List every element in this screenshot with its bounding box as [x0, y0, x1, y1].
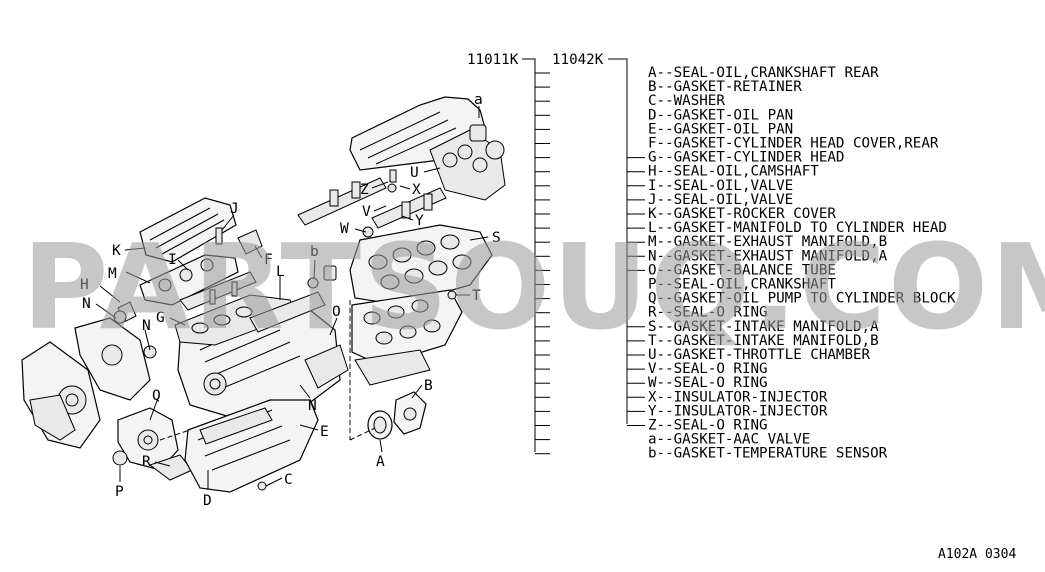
legend-item-p: P--SEAL-OIL,CRANKSHAFT	[648, 277, 836, 293]
kit-b-ticks	[627, 157, 645, 426]
kit-number-11042k: 11042K	[552, 52, 604, 68]
legend-item-c: C--WASHER	[648, 93, 725, 109]
callout-b-upper: B	[424, 378, 433, 394]
kit-a-leader	[522, 58, 536, 452]
rocker-cover-drawing	[117, 197, 337, 323]
callout-a: a	[474, 92, 483, 108]
kit-number-11011k: 11011K	[467, 52, 519, 68]
legend-item-lower-a: a--GASKET-AAC VALVE	[648, 432, 810, 448]
callout-p: P	[115, 484, 124, 500]
callout-o: O	[332, 304, 341, 320]
kit-b-leader	[608, 58, 628, 424]
callout-r: R	[142, 454, 151, 470]
legend-item-k: K--GASKET-ROCKER COVER	[648, 206, 836, 222]
legend-item-w: W--SEAL-O RING	[648, 375, 768, 391]
callout-e: E	[320, 424, 329, 440]
legend-item-t: T--GASKET-INTAKE MANIFOLD,B	[648, 333, 879, 349]
legend-item-u: U--GASKET-THROTTLE CHAMBER	[648, 347, 871, 363]
callout-x: X	[412, 182, 421, 198]
diagram-code: A102A 0304	[938, 547, 1016, 562]
legend-item-d: D--GASKET-OIL PAN	[648, 107, 793, 123]
intake-manifold-drawing	[349, 224, 493, 386]
callout-b: b	[310, 244, 319, 260]
legend-item-r: R--SEAL-O RING	[648, 305, 768, 321]
oil-pump-drawing	[112, 407, 193, 481]
callout-leaders	[95, 106, 489, 490]
callout-y: Y	[415, 213, 424, 229]
callout-w: W	[340, 221, 349, 237]
parts-legend: A--SEAL-OIL,CRANKSHAFT REARB--GASKET-RET…	[648, 65, 956, 462]
legend-item-z: Z--SEAL-O RING	[648, 418, 768, 434]
legend-item-m: M--GASKET-EXHAUST MANIFOLD,B	[648, 234, 887, 250]
legend-item-y: Y--INSULATOR-INJECTOR	[648, 403, 828, 419]
legend-item-a: A--SEAL-OIL,CRANKSHAFT REAR	[648, 65, 879, 81]
legend-item-v: V--SEAL-O RING	[648, 361, 768, 377]
kit-a-ticks	[535, 72, 550, 455]
callout-d: D	[203, 493, 212, 509]
legend-item-l: L--GASKET-MANIFOLD TO CYLINDER HEAD	[648, 220, 947, 236]
callout-c: C	[284, 472, 293, 488]
legend-item-b: B--GASKET-RETAINER	[648, 79, 802, 95]
callout-h: H	[80, 277, 89, 293]
legend-item-x: X--INSULATOR-INJECTOR	[648, 389, 828, 405]
legend-item-n: N--GASKET-EXHAUST MANIFOLD,A	[648, 248, 888, 264]
guide-line-lower	[349, 427, 376, 441]
legend-item-j: J--SEAL-OIL,VALVE	[648, 192, 793, 208]
watermark: PARTSOUQ.COM	[22, 218, 1045, 356]
legend-item-o: O--GASKET-BALANCE TUBE	[648, 262, 836, 278]
callout-n-right: N	[308, 398, 317, 414]
timing-cover-drawing	[21, 310, 157, 449]
legend-item-s: S--GASKET-INTAKE MANIFOLD,A	[648, 319, 879, 335]
oil-pan-drawing	[184, 399, 319, 493]
callout-z: Z	[360, 182, 369, 198]
callout-v: V	[362, 204, 371, 220]
callout-i: I	[168, 252, 177, 268]
callout-n-center: N	[142, 318, 151, 334]
engine-block-drawing	[174, 291, 349, 421]
legend-item-lower-b: b--GASKET-TEMPERATURE SENSOR	[648, 446, 888, 462]
callout-k: K	[112, 243, 121, 259]
callout-f: F	[264, 252, 273, 268]
intake-plenum-drawing	[349, 96, 506, 201]
fuel-rail-drawing	[297, 169, 447, 238]
legend-item-e: E--GASKET-OIL PAN	[648, 121, 793, 137]
legend-item-q: Q--GASKET-OIL PUMP TO CYLINDER BLOCK	[648, 291, 956, 307]
callout-u: U	[410, 165, 419, 181]
callout-j: J	[230, 201, 239, 217]
callout-a-upper: A	[376, 454, 385, 470]
legend-item-h: H--SEAL-OIL,CAMSHAFT	[648, 164, 819, 180]
callout-s: S	[492, 230, 501, 246]
callout-t: T	[472, 288, 481, 304]
legend-item-f: F--GASKET-CYLINDER HEAD COVER,REAR	[648, 136, 939, 152]
legend-item-i: I--SEAL-OIL,VALVE	[648, 178, 793, 194]
legend-item-g: G--GASKET-CYLINDER HEAD	[648, 150, 844, 166]
callout-n-left: N	[82, 296, 91, 312]
callout-l: L	[276, 264, 285, 280]
callout-m: M	[108, 266, 117, 282]
callout-q: Q	[152, 388, 161, 404]
rear-seal-drawing	[367, 391, 427, 440]
callout-g: G	[156, 310, 165, 326]
guide-line-left	[159, 429, 191, 441]
